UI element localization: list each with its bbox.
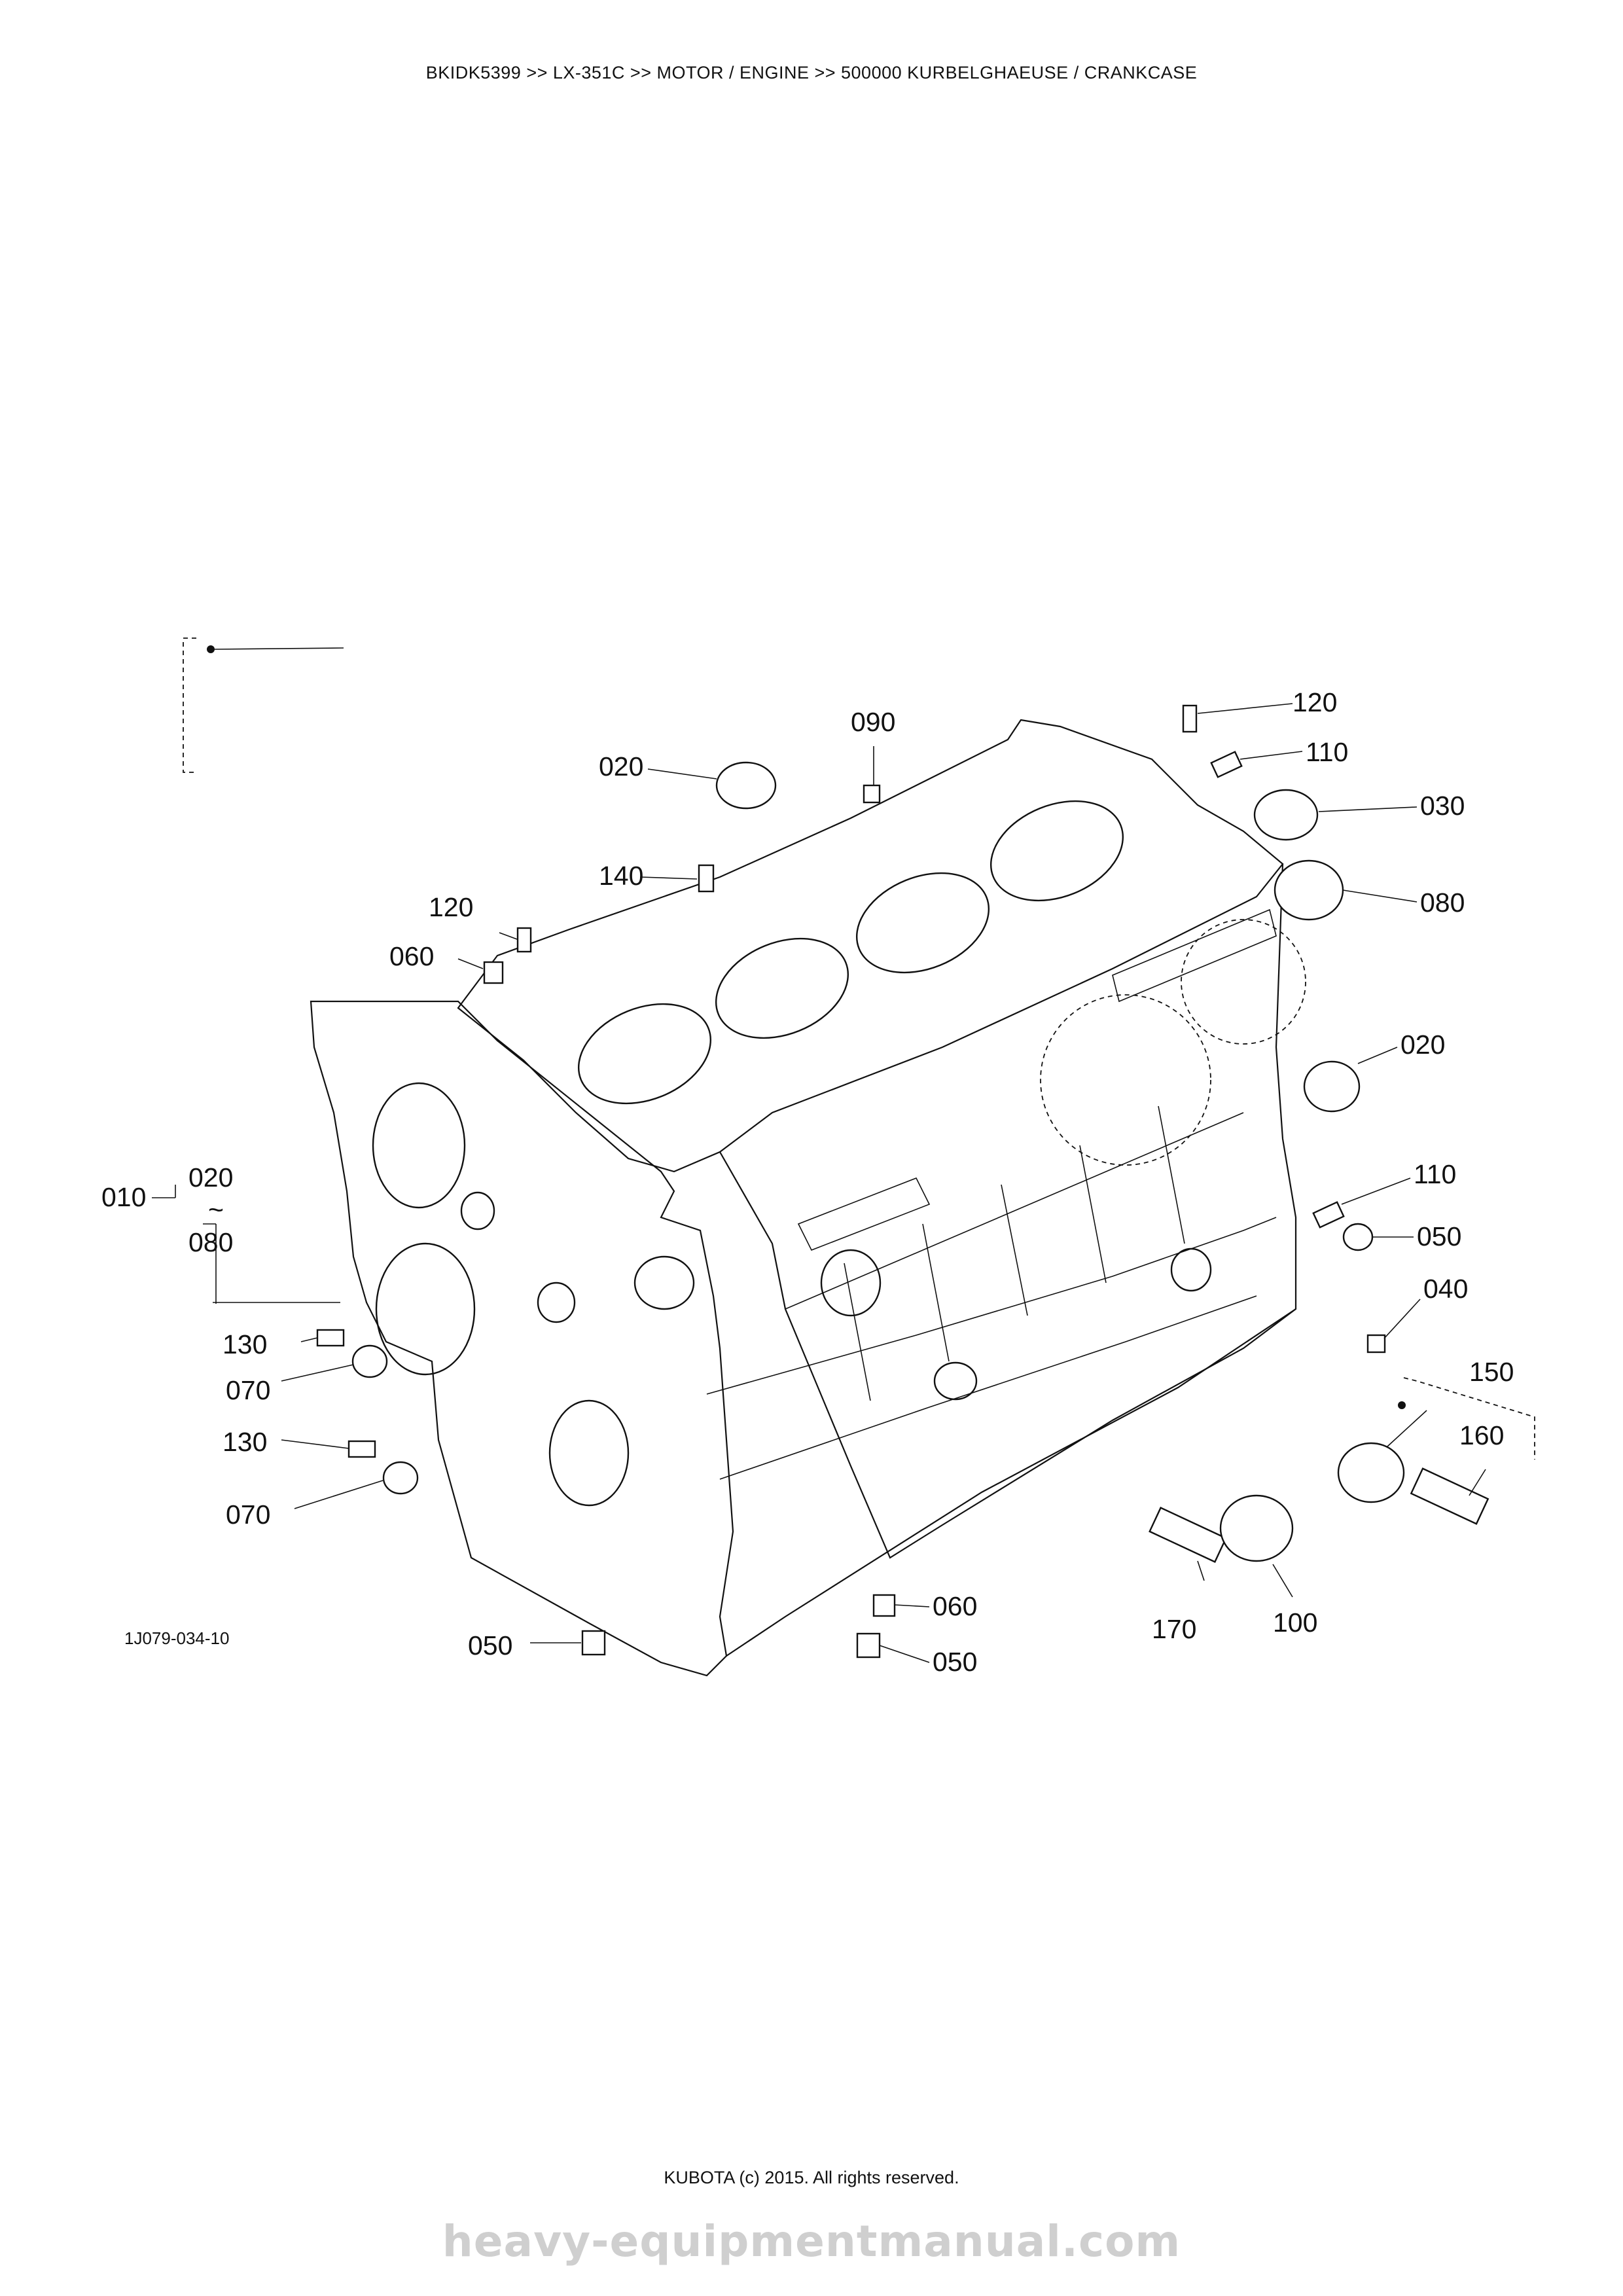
callout-120-top: 120 [1293, 687, 1337, 717]
callout-110-right: 110 [1414, 1159, 1456, 1189]
part-120-pin-left [516, 927, 532, 953]
part-080-plug [1274, 859, 1344, 921]
callout-090: 090 [851, 707, 895, 737]
callout-050-right: 050 [1417, 1221, 1461, 1251]
callout-150-dot [1398, 1401, 1406, 1409]
callout-010-range-end: 080 [188, 1227, 233, 1257]
callout-010-leader [152, 1185, 176, 1198]
part-020-plug-top [715, 761, 777, 810]
part-060-plug-left [483, 961, 504, 984]
part-030-plug [1253, 789, 1319, 841]
figure-id: 1J079-034-10 [124, 1628, 229, 1648]
callout-050-bottom-left: 050 [468, 1630, 512, 1660]
callout-120-left: 120 [429, 892, 473, 922]
callout-150: 150 [1469, 1357, 1514, 1387]
part-130-pin-a [316, 1329, 345, 1347]
part-100-cap [1219, 1494, 1294, 1562]
callout-030: 030 [1420, 791, 1465, 821]
part-060-plug-bottom [872, 1594, 896, 1617]
callout-070-b: 070 [226, 1499, 270, 1530]
parts-glyphs [316, 704, 1489, 1659]
callout-020-top: 020 [599, 751, 643, 781]
part-150-bushing [1337, 1442, 1405, 1503]
callout-160: 160 [1459, 1420, 1504, 1450]
part-050-plug-right [1342, 1223, 1374, 1251]
callout-110-top: 110 [1306, 737, 1348, 767]
callout-labels: 120 110 030 080 090 020 140 120 060 020 … [101, 687, 1514, 1677]
callout-010-dot [207, 645, 215, 653]
part-040-plug [1366, 1334, 1386, 1354]
callout-130-b: 130 [223, 1427, 267, 1457]
part-160-pin [1410, 1467, 1489, 1525]
callout-100: 100 [1273, 1607, 1317, 1638]
page-header-breadcrumb: BKIDK5399 >> LX-351C >> MOTOR / ENGINE >… [425, 63, 1198, 82]
callout-020-right: 020 [1400, 1030, 1445, 1060]
callout-010-range-start: 020 [188, 1162, 233, 1193]
part-070-plug-b [382, 1461, 419, 1495]
part-170-bolt [1149, 1507, 1227, 1563]
page-footer-copyright: KUBOTA (c) 2015. All rights reserved. [664, 2168, 959, 2187]
callout-010-range-tilde: ~ [208, 1194, 224, 1225]
callout-050-bottom: 050 [933, 1647, 977, 1677]
part-140-pin [698, 864, 715, 893]
callout-070-a: 070 [226, 1375, 270, 1405]
callout-060-left: 060 [389, 941, 434, 971]
callout-010-bracket [183, 637, 196, 773]
part-110-pin-right [1312, 1201, 1345, 1229]
callout-140: 140 [599, 861, 643, 891]
part-130-pin-b [348, 1440, 376, 1458]
callout-080-right: 080 [1420, 888, 1465, 918]
part-070-plug-a [351, 1344, 388, 1378]
part-050-plug-bottom [856, 1632, 881, 1659]
callout-040: 040 [1423, 1274, 1468, 1304]
watermark-text: heavy-equipmentmanual.com [442, 2216, 1181, 2267]
part-120-pin-top [1182, 704, 1198, 733]
part-020-plug-right [1303, 1060, 1361, 1113]
crankcase-block-drawing [310, 719, 1306, 1677]
part-090-plug [863, 784, 881, 804]
leader-lines [203, 703, 1486, 1663]
part-050-plug-bottom-left [581, 1630, 606, 1656]
callout-060-bottom: 060 [933, 1591, 977, 1621]
callout-010: 010 [101, 1182, 146, 1212]
callout-130-a: 130 [223, 1329, 267, 1359]
callout-170: 170 [1152, 1614, 1196, 1644]
part-110-pin-top [1210, 751, 1243, 778]
